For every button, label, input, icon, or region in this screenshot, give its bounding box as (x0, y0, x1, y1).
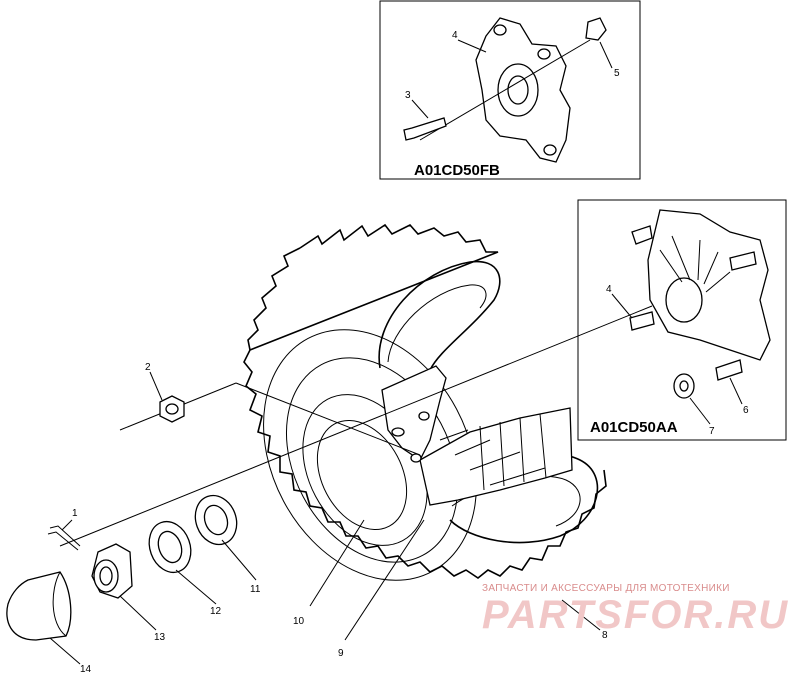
callout-2: 2 (145, 362, 151, 373)
inset-2-code: A01CD50AA (590, 419, 678, 436)
tire-inner-bead-upper (378, 260, 501, 371)
wheel-hub (381, 365, 573, 506)
tire-sidewall-inner (285, 357, 459, 563)
part-2-nut (159, 395, 185, 423)
callout-9: 9 (338, 648, 344, 659)
callout-8: 8 (602, 630, 608, 641)
rim-inner (316, 419, 408, 531)
part-12-washer (148, 520, 192, 574)
part-14-cap (6, 571, 72, 641)
callout-1: 1 (72, 508, 78, 519)
callout-inset2-6: 6 (743, 405, 749, 416)
callout-inset1-5: 5 (614, 68, 620, 79)
tire-sidewall-outer (263, 329, 477, 581)
inset-box-2 (577, 199, 787, 441)
tire-outer-tread (243, 223, 607, 579)
callout-14: 14 (80, 664, 92, 674)
part-13-castle-nut (91, 543, 133, 599)
tire-left-edge (247, 247, 301, 351)
callout-inset1-4: 4 (452, 30, 458, 41)
callout-10: 10 (293, 616, 305, 627)
callout-12: 12 (210, 606, 222, 617)
watermark-tagline: ЗАПЧАСТИ И АКСЕССУАРЫ ДЛЯ МОТОТЕХНИКИ (482, 583, 730, 594)
callout-inset2-4: 4 (606, 284, 612, 295)
inset-box-1 (379, 0, 641, 180)
callout-13: 13 (154, 632, 166, 643)
part-1-cotter-pin (47, 525, 81, 551)
inset-2-drawing (629, 209, 771, 399)
leader-lines (49, 39, 743, 665)
callout-inset2-7: 7 (709, 426, 715, 437)
part-11-washer (194, 494, 238, 546)
inset-1-code: A01CD50FB (414, 162, 500, 179)
callout-inset1-3: 3 (405, 90, 411, 101)
inset-1-drawing (403, 17, 607, 163)
callout-11: 11 (250, 584, 261, 595)
watermark-brand: PARTSFOR.RU (482, 593, 789, 637)
